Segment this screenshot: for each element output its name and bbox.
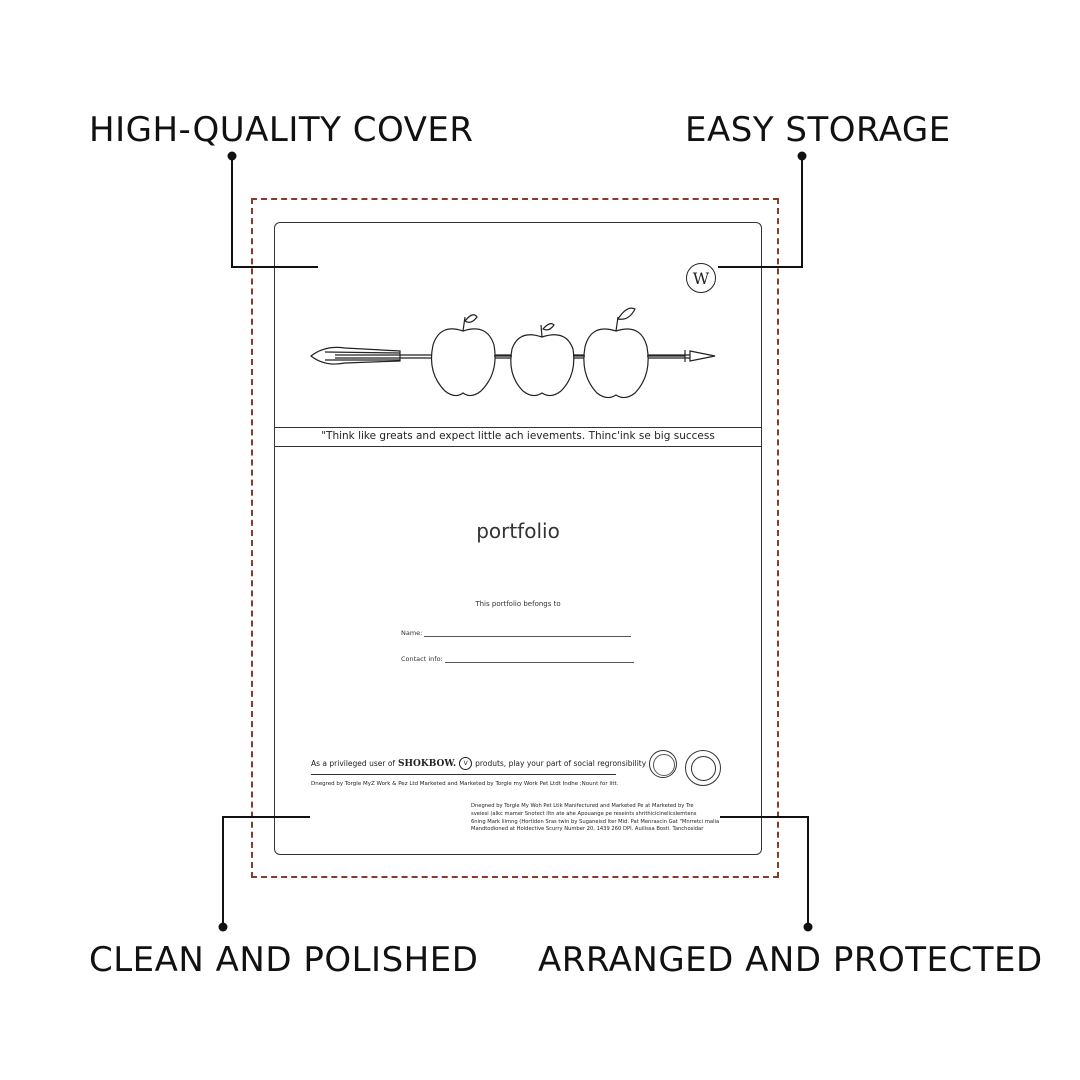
contact-label: Contact info:: [401, 655, 443, 663]
callout-high-quality-cover: HIGH-QUALITY COVER: [89, 110, 474, 150]
quote-band: "Think like greats and expect little ach…: [275, 427, 761, 447]
fine-print-line: Mandtodioned at Holdective Scurry Number…: [471, 826, 704, 833]
brand-logo-w: W: [686, 263, 716, 293]
certification-seal-icon: [649, 750, 677, 778]
protective-sleeve-outline: [251, 198, 779, 878]
fine-print-line: sveiesi (alkc mamer Snotect iltn ate ahe…: [471, 810, 697, 817]
portfolio-title: portfolio: [476, 519, 560, 543]
apples-arrow-illustration: [310, 307, 716, 399]
designed-by-line: Dnegred by Torgle MyZ Work & Pez Ltd Mar…: [311, 781, 619, 787]
callout-clean-and-polished: CLEAN AND POLISHED: [89, 940, 479, 980]
recycle-seal-icon: [685, 750, 721, 786]
contact-field: Contact info:: [401, 655, 634, 663]
fine-print-line: Dnegned by Torgle My Woh Pet Ltik Manife…: [471, 803, 694, 809]
belongs-to-label: This portfolio befongs to: [475, 600, 561, 608]
brand-v-icon: V: [459, 757, 473, 770]
fine-print-line: 6ning Mark liimng (Hortiden Sras twin by…: [471, 818, 720, 825]
name-field: Name:: [401, 629, 632, 637]
contact-line: [444, 661, 634, 663]
privilege-prefix: As a privileged user of: [311, 759, 396, 768]
privilege-suffix: produts, play your part of social regron…: [475, 759, 647, 768]
name-line: [424, 635, 632, 637]
fine-print: Dnegned by Torgle My Woh Pet Ltik Manife…: [471, 803, 741, 834]
brand-name: SHOKBOW.: [398, 758, 457, 769]
name-label: Name:: [401, 629, 423, 637]
portfolio-cover: W: [274, 222, 762, 855]
privilege-statement: As a privileged user of SHOKBOW. V produ…: [311, 757, 646, 770]
callout-easy-storage: EASY STORAGE: [685, 110, 951, 150]
privilege-divider: [311, 774, 616, 775]
callout-arranged-and-protected: ARRANGED AND PROTECTED: [538, 940, 1043, 980]
